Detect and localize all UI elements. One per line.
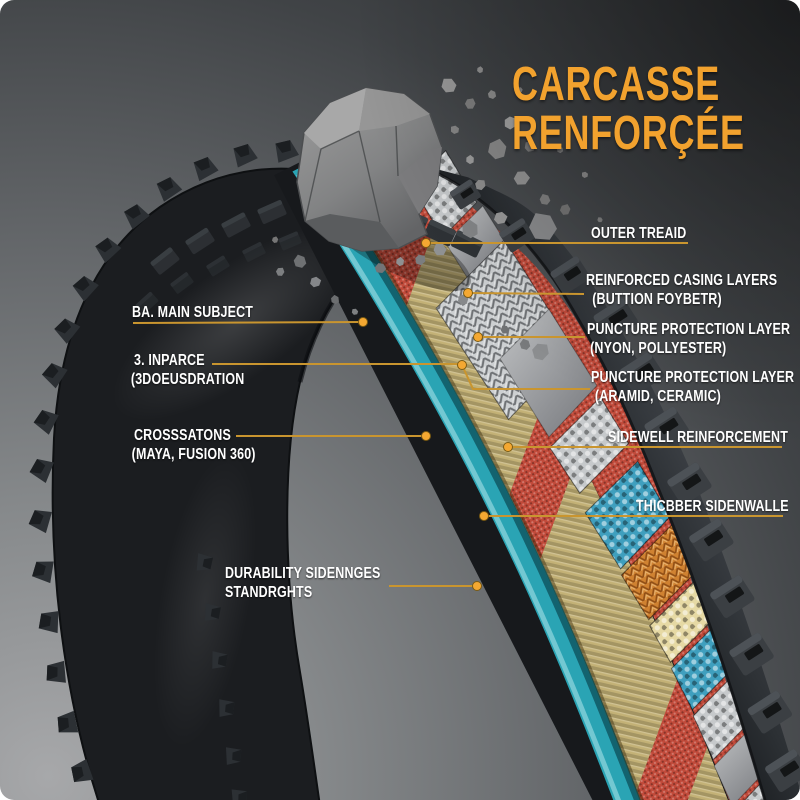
- leader-puncture-aramid: [461, 364, 590, 390]
- title-line-2: RENFORÇÉE: [512, 107, 745, 160]
- label-crosssatons: CROSSSATONS (MAYA, FUSION 360): [131, 426, 256, 464]
- label-outer-tread: OUTER TREAID: [591, 224, 686, 243]
- label-main-subject: BA. MAIN SUBJECT: [132, 303, 253, 322]
- dot-puncture-nylon: [473, 332, 483, 342]
- label-text: THICBBER SIDENWALLE: [636, 498, 789, 515]
- dot-outer-tread: [421, 238, 431, 248]
- dot-thicker-sidewall: [479, 511, 489, 521]
- dot-puncture-aramid: [457, 360, 467, 370]
- label-text: STANDRGHTS: [225, 584, 313, 601]
- label-inparce: 3. INPARCE (3DOEUSDRATION: [130, 351, 245, 389]
- label-reinforced-casing: REINFORCED CASING LAYERS (BUTTION FOYBET…: [586, 271, 777, 309]
- page-title: CARCASSE RENFORÇÉE: [512, 60, 745, 158]
- label-text: (BUTTION FOYBETR): [592, 291, 722, 308]
- leader-lines: [132, 238, 783, 591]
- leader-main-subject: [132, 321, 364, 324]
- label-text: (ARAMID, CERAMIC): [594, 388, 721, 405]
- dot-crosssatons: [421, 431, 431, 441]
- label-text: SIDEWELL REINFORCEMENT: [608, 429, 789, 446]
- title-line-1: CARCASSE: [512, 58, 721, 111]
- dot-main-subject: [358, 317, 368, 327]
- label-text: PUNCTURE PROTECTION LAYER: [591, 369, 795, 386]
- label-puncture-aramid: PUNCTURE PROTECTION LAYER (ARAMID, CERAM…: [591, 368, 794, 406]
- label-text: OUTER TREAID: [591, 225, 687, 242]
- dot-sidewall: [503, 442, 513, 452]
- label-text: (NYON, POLLYESTER): [590, 340, 727, 357]
- label-text: REINFORCED CASING LAYERS: [586, 272, 778, 289]
- label-durability: DURABILITY SIDENNGES STANDRGHTS: [225, 564, 380, 602]
- label-text: DURABILITY SIDENNGES: [225, 565, 381, 582]
- label-text: CROSSSATONS: [134, 427, 231, 444]
- label-puncture-nylon: PUNCTURE PROTECTION LAYER (NYON, POLLYES…: [587, 320, 790, 358]
- label-text: (MAYA, FUSION 360): [131, 446, 256, 463]
- label-text: 3. INPARCE: [134, 352, 205, 369]
- label-thicker-sidewall: THICBBER SIDENWALLE: [636, 497, 789, 516]
- label-text: PUNCTURE PROTECTION LAYER: [587, 321, 791, 338]
- dot-durability: [472, 581, 482, 591]
- label-sidewall-reinforcement: SIDEWELL REINFORCEMENT: [608, 428, 788, 447]
- dot-reinforced-casing: [463, 288, 473, 298]
- leader-reinforced-casing: [467, 292, 585, 295]
- label-text: (3DOEUSDRATION: [130, 371, 245, 388]
- label-text: BA. MAIN SUBJECT: [132, 304, 254, 321]
